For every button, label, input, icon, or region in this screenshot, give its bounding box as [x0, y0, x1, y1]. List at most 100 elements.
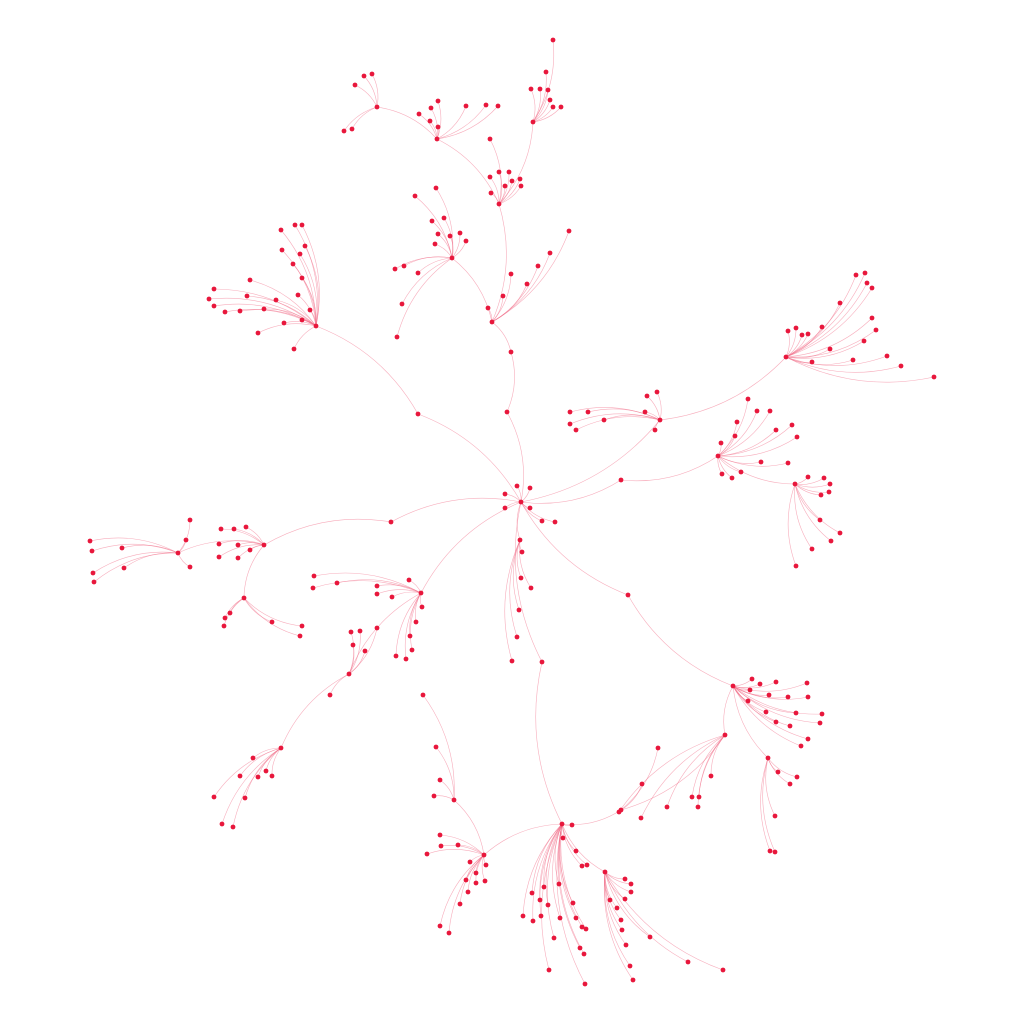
tree-edge: [506, 351, 515, 413]
tree-edge: [732, 685, 809, 740]
tree-edge: [213, 747, 282, 798]
tree-edge: [371, 73, 379, 108]
tree-node: [546, 967, 552, 973]
tree-node: [642, 409, 648, 415]
tree-node: [427, 118, 433, 124]
tree-node: [218, 526, 224, 532]
tree-edge: [620, 747, 659, 811]
tree-edge: [293, 325, 317, 350]
tree-node: [429, 218, 435, 224]
tree-edge: [292, 263, 317, 327]
tree-node: [745, 396, 751, 402]
edge-layer: [89, 39, 935, 985]
tree-node: [299, 275, 305, 281]
tree-edge: [575, 416, 661, 431]
tree-node: [785, 328, 791, 334]
tree-edge: [532, 39, 555, 123]
tree-node: [573, 427, 579, 433]
tree-node: [392, 266, 398, 272]
tree-node: [618, 807, 624, 813]
tree-node: [772, 849, 778, 855]
tree-edge: [491, 265, 539, 323]
tree-edge: [244, 747, 282, 799]
tree-edge: [785, 340, 865, 359]
tree-edge: [618, 734, 726, 813]
tree-node: [837, 300, 843, 306]
tree-edge: [92, 551, 179, 574]
tree-node: [570, 900, 576, 906]
tree-edge: [785, 329, 877, 358]
tree-node: [389, 594, 395, 600]
tree-node: [292, 222, 298, 228]
tree-node: [482, 878, 488, 884]
tree-node: [537, 86, 543, 92]
tree-node: [541, 884, 547, 890]
tree-node: [87, 538, 93, 544]
tree-node: [573, 915, 579, 921]
tree-node: [393, 653, 399, 659]
tree-edge: [620, 783, 643, 811]
tree-edge: [418, 113, 438, 140]
tree-node: [394, 334, 400, 340]
tree-node: [767, 408, 773, 414]
tree-node: [222, 309, 228, 315]
tree-edge: [281, 249, 317, 327]
tree-edge: [91, 543, 179, 554]
tree-node: [569, 822, 575, 828]
tree-node: [745, 698, 751, 704]
tree-edge: [313, 572, 422, 594]
tree-edge: [732, 685, 802, 747]
tree-edge: [717, 424, 793, 457]
tree-edge: [787, 483, 797, 567]
tree-node: [481, 852, 487, 858]
tree-node: [794, 434, 800, 440]
tree-edge: [348, 644, 355, 675]
tree-edge: [221, 747, 282, 825]
tree-node: [618, 477, 624, 483]
tree-node: [235, 555, 241, 561]
tree-node: [483, 862, 489, 868]
tree-edge: [785, 356, 902, 373]
tree-node: [732, 433, 738, 439]
tree-node: [310, 585, 316, 591]
tree-edge: [604, 871, 724, 971]
tree-node: [718, 440, 724, 446]
tree-node: [473, 870, 479, 876]
tree-node: [374, 591, 380, 597]
tree-node: [457, 230, 463, 236]
tree-node: [216, 554, 222, 560]
tree-edge: [794, 477, 825, 485]
tree-node: [374, 625, 380, 631]
tree-node: [827, 346, 833, 352]
tree-node: [509, 178, 515, 184]
tree-edge: [394, 256, 453, 270]
tree-node: [211, 303, 217, 309]
tree-node: [221, 623, 227, 629]
tree-edge: [794, 483, 831, 488]
tree-node: [873, 327, 879, 333]
tree-edge: [604, 871, 626, 880]
tree-node: [550, 104, 556, 110]
tree-node: [817, 517, 823, 523]
tree-edge: [315, 325, 419, 415]
tree-edge: [435, 746, 455, 801]
tree-edge: [532, 99, 551, 123]
tree-node: [504, 409, 510, 415]
tree-node: [819, 711, 825, 717]
tree-edge: [561, 823, 588, 866]
tree-edge: [604, 871, 651, 938]
tree-edge: [436, 104, 487, 140]
tree-edge: [252, 747, 282, 759]
tree-edge: [390, 497, 522, 523]
tree-node: [799, 332, 805, 338]
tree-node: [406, 577, 412, 583]
tree-node: [242, 795, 248, 801]
tree-edge: [312, 580, 422, 594]
tree-node: [407, 633, 413, 639]
tree-node: [793, 563, 799, 569]
tree-node: [826, 489, 832, 495]
tree-edge: [547, 823, 563, 939]
tree-node: [119, 545, 125, 551]
tree-edge: [560, 823, 587, 930]
tree-edge: [498, 121, 534, 205]
